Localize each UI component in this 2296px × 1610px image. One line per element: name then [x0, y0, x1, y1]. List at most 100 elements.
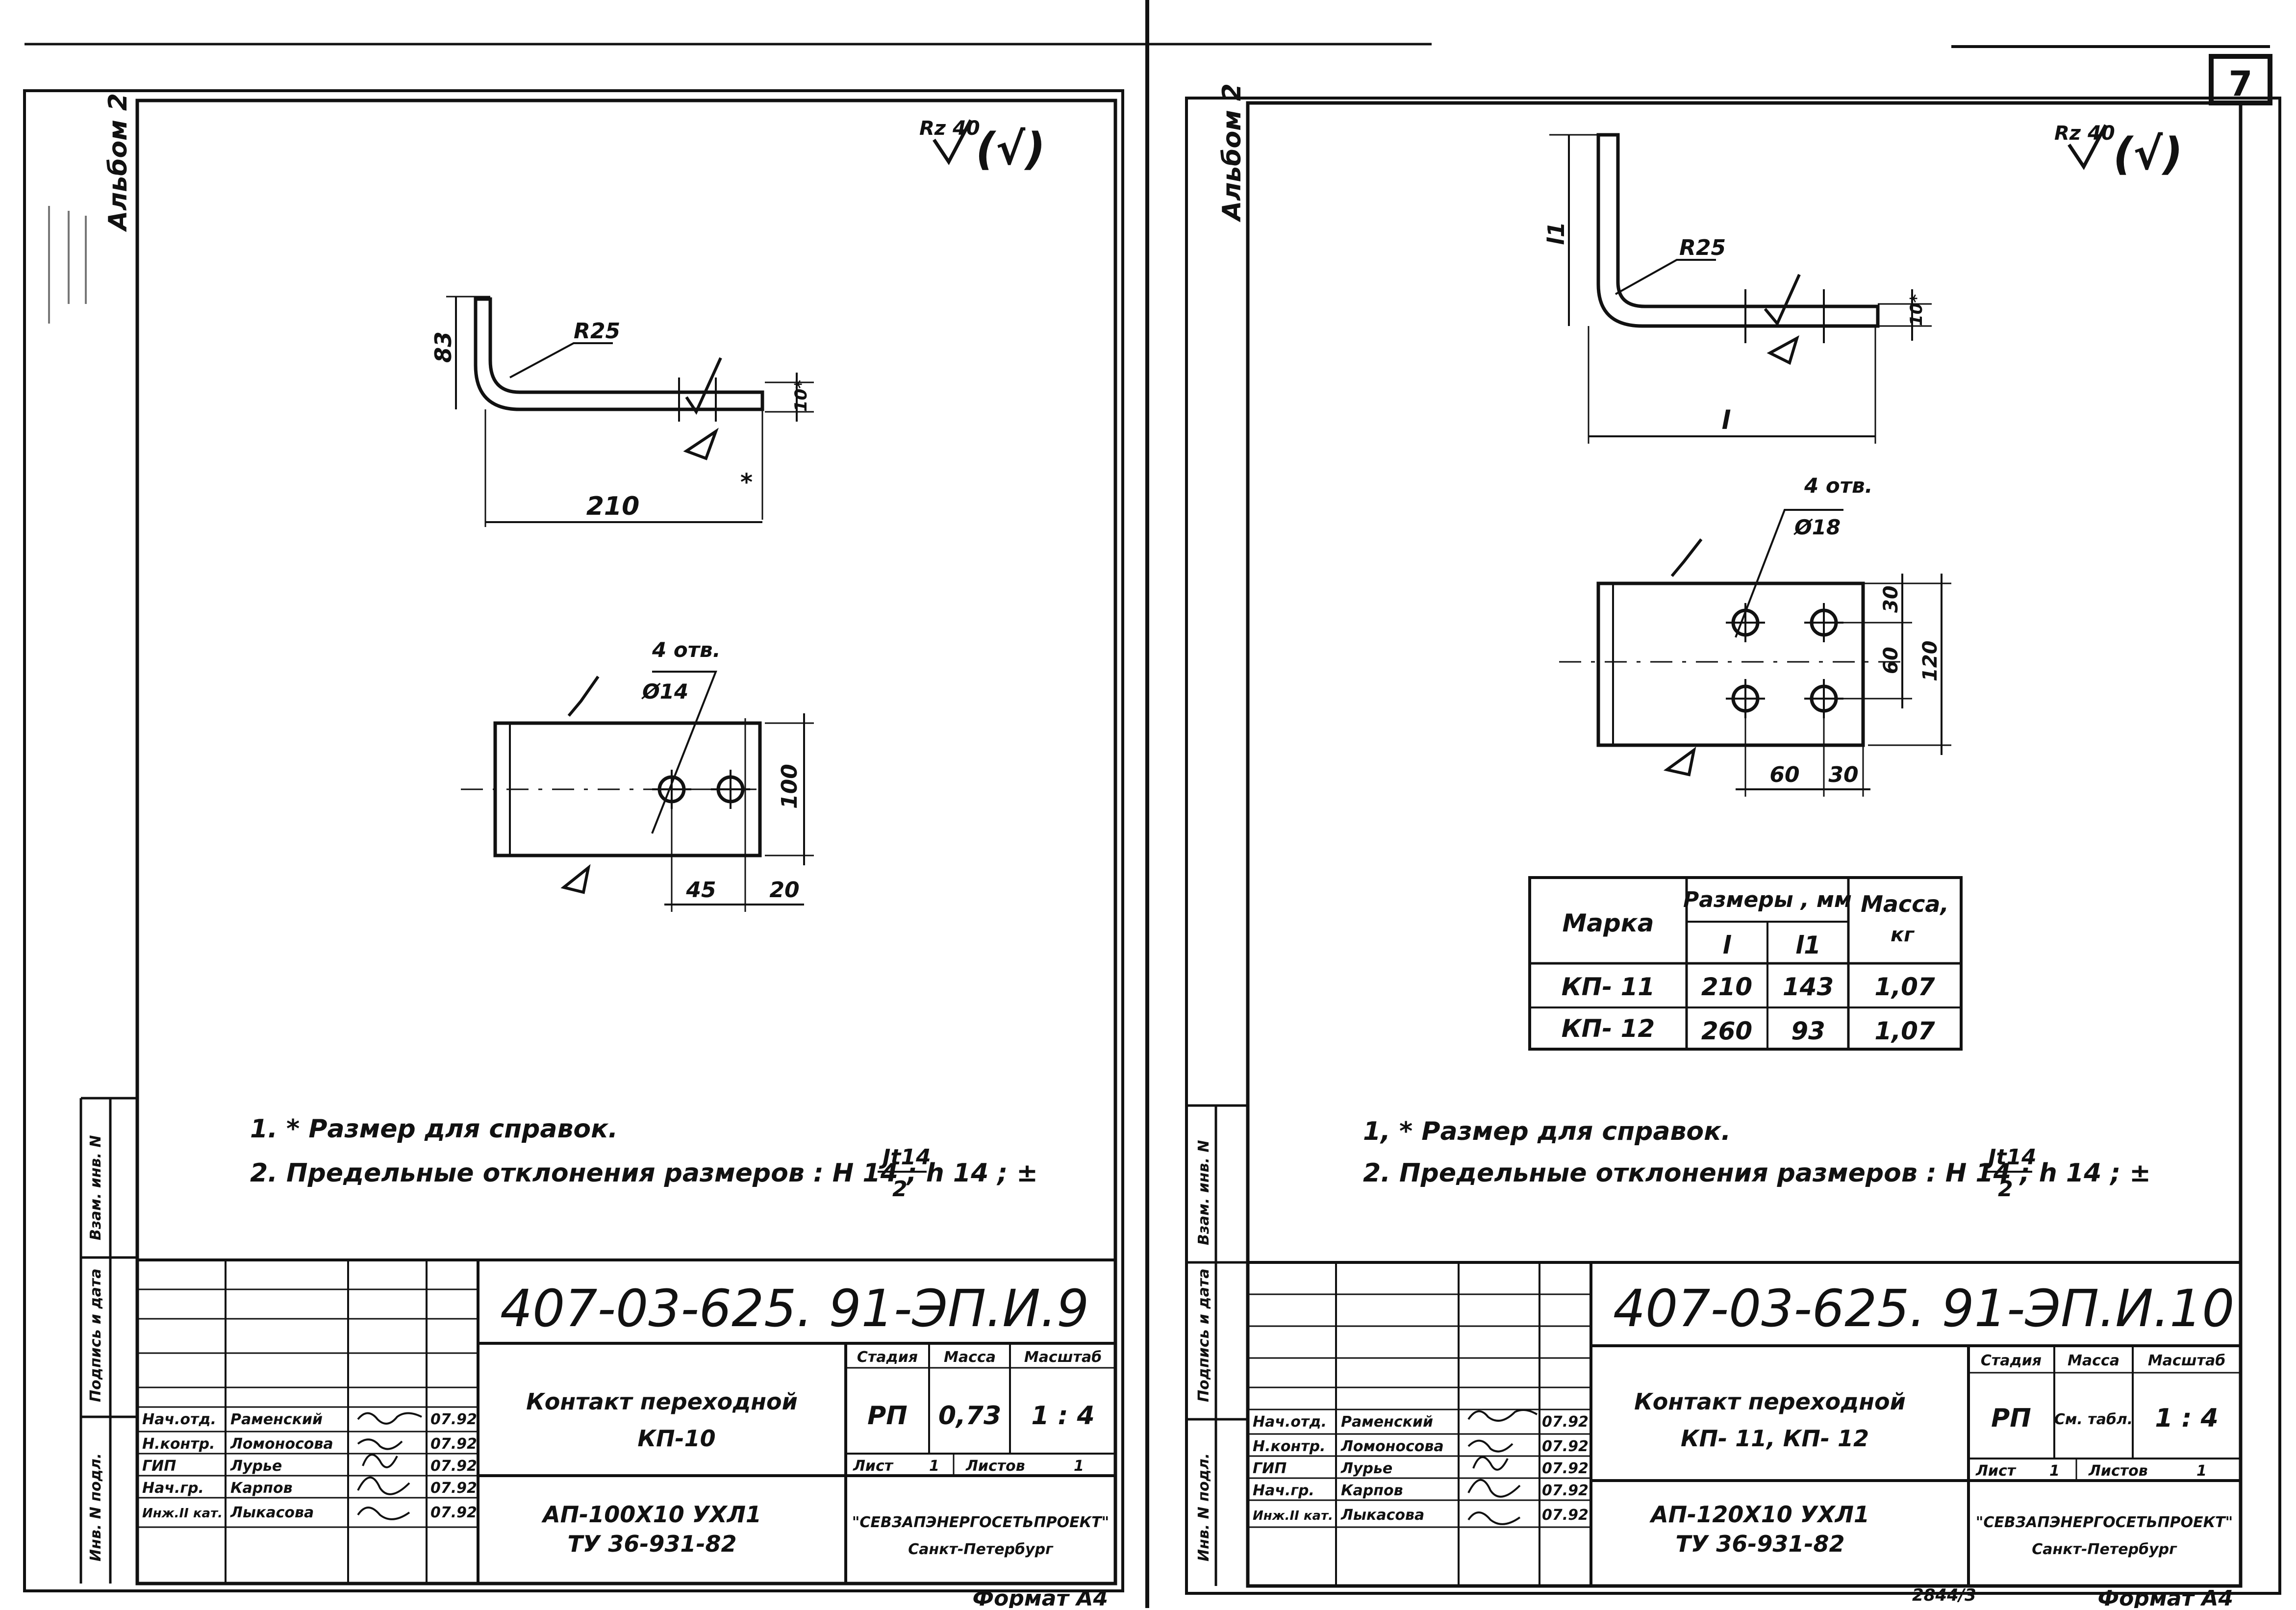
left-outer-frame — [23, 89, 1124, 1592]
note-1: 1, * Размер для справок. — [1363, 1117, 1731, 1146]
col-mass: Масса — [2068, 1352, 2119, 1369]
staff-date: 07.92 — [430, 1504, 477, 1521]
title-block: 407-03-625. 91-ЭП.И.10 Контакт переходно… — [1248, 1261, 2241, 1610]
col-stage: Стадия — [1981, 1352, 2042, 1369]
stage-value: РП — [867, 1401, 908, 1431]
staff-date: 07.92 — [430, 1480, 477, 1497]
roughness-symbol: Rz 40 (√) — [2054, 122, 2183, 180]
holes-diameter: Ø18 — [1793, 515, 1841, 539]
svg-text:(√): (√) — [976, 124, 1045, 175]
col-stage: Стадия — [857, 1349, 918, 1366]
table-header-mass-unit: кг — [1891, 924, 1915, 946]
album-label: Альбом 2 — [103, 93, 133, 232]
staff-role: Нач.отд. — [142, 1411, 216, 1428]
side-label-replace: Взам. инв. N — [87, 1135, 104, 1240]
dim-top: 30 — [1880, 585, 1902, 613]
album-label: Альбом 2 — [1217, 83, 1247, 223]
staff-name: Лыкасова — [230, 1504, 314, 1521]
radius-label: R25 — [574, 319, 620, 344]
angle-profile-side-view: 210 83 R25 10* * — [430, 296, 814, 527]
table-header-l1: l1 — [1795, 931, 1821, 959]
scale-value: 1 : 4 — [2155, 1404, 2218, 1433]
dim-bottom-b: 30 — [1828, 762, 1858, 787]
scale-value: 1 : 4 — [1031, 1401, 1094, 1431]
side-label-sign: Подпись и дата — [87, 1269, 104, 1402]
staff-date: 07.92 — [1542, 1413, 1589, 1431]
dim-height: l1 — [1543, 222, 1569, 245]
table-cell-mark: КП- 11 — [1562, 973, 1655, 1001]
staff-role: Инж.II кат. — [142, 1506, 223, 1521]
staff-name: Карпов — [1341, 1482, 1403, 1499]
size-table: Марка Размеры , мм l l1 Масса, кг КП- 11… — [1528, 876, 1963, 1051]
col-scale: Масштаб — [1024, 1349, 1102, 1366]
product-name: Контакт переходной — [526, 1388, 798, 1415]
footer-note: 2844/3 — [1912, 1585, 1976, 1605]
plate-plan-view: 100 4 отв. Ø14 45 20 — [461, 638, 814, 912]
sheet-number: 1 — [929, 1458, 939, 1475]
organization-city: Санкт-Петербург — [2032, 1541, 2177, 1558]
staff-table: Нач.отд. Раменский 07.92 Н.контр. Ломоно… — [1253, 1409, 1589, 1525]
staff-role: ГИП — [142, 1458, 176, 1475]
tolerance-numerator: Jt14 — [1984, 1145, 2037, 1170]
table-header-l: l — [1722, 931, 1731, 959]
staff-table: Нач.отд. Раменский 07.92 Н.контр. Ломоно… — [142, 1411, 477, 1521]
table-cell-mass: 1,07 — [1874, 1017, 1935, 1045]
note-2: 2. Предельные отклонения размеров : H 14… — [1363, 1158, 2151, 1188]
left-side-stamp: Инв. N подл. Подпись и дата Взам. инв. N… — [48, 93, 137, 1584]
table-cell-l: 260 — [1701, 1017, 1752, 1045]
side-label-inv: Инв. N подл. — [1195, 1453, 1212, 1561]
organization: "СЕВЗАПЭНЕРГОСЕТЬПРОЕКТ" — [1976, 1514, 2233, 1531]
tolerance-denominator: 2 — [1998, 1177, 2013, 1202]
staff-name: Лурье — [230, 1458, 282, 1475]
sheets-label: Листов — [2088, 1462, 2148, 1480]
reference-asterisk: * — [740, 469, 753, 496]
dim-edge: 20 — [769, 878, 799, 903]
standard-spec: ТУ 36-931-82 — [1675, 1531, 1844, 1557]
staff-date: 07.92 — [1542, 1460, 1589, 1477]
dim-total: 120 — [1919, 641, 1942, 682]
dim-width: 100 — [777, 764, 802, 809]
table-cell-l1: 93 — [1791, 1017, 1825, 1045]
table-cell-l1: 143 — [1783, 973, 1834, 1001]
col-mass: Масса — [944, 1349, 996, 1366]
staff-role: Н.контр. — [142, 1435, 215, 1453]
table-header-mass: Масса, — [1861, 891, 1949, 917]
staff-date: 07.92 — [1542, 1482, 1589, 1499]
col-scale: Масштаб — [2148, 1352, 2225, 1369]
dim-mid: 60 — [1880, 647, 1902, 674]
dim-height: 83 — [430, 331, 456, 363]
sheets-number: 1 — [2196, 1462, 2207, 1480]
radius-label: R25 — [1679, 235, 1726, 260]
stage-value: РП — [1991, 1404, 2031, 1433]
standard-spec: ТУ 36-931-82 — [567, 1531, 736, 1557]
document-code: 407-03-625. 91-ЭП.И.9 — [500, 1279, 1089, 1338]
staff-date: 07.92 — [430, 1435, 477, 1453]
dim-thickness: 10* — [791, 380, 811, 412]
dim-bottom-a: 60 — [1769, 762, 1799, 787]
right-outer-frame — [1185, 97, 2281, 1595]
staff-role: Нач.гр. — [1253, 1482, 1314, 1499]
staff-role: Нач.отд. — [1253, 1413, 1327, 1431]
table-header-mark: Марка — [1563, 909, 1654, 937]
staff-name: Ломоносова — [1340, 1438, 1444, 1455]
staff-role: Н.контр. — [1253, 1438, 1325, 1455]
faded-stamp-text — [48, 206, 87, 324]
holes-diameter: Ø14 — [641, 679, 688, 704]
holes-count: 4 отв. — [652, 638, 721, 662]
sheets-label: Листов — [965, 1458, 1025, 1475]
notes: 1, * Размер для справок. 2. Предельные о… — [1363, 1117, 2151, 1202]
side-label-inv: Инв. N подл. — [87, 1453, 104, 1561]
staff-date: 07.92 — [1542, 1507, 1589, 1524]
right-side-stamp: Инв. N подл. Подпись и дата Взам. инв. N… — [1186, 83, 1248, 1586]
staff-date: 07.92 — [430, 1411, 477, 1428]
table-cell-l: 210 — [1701, 973, 1752, 1001]
product-mark: КП-10 — [637, 1425, 715, 1452]
table-header-sizes: Размеры , мм — [1683, 887, 1852, 912]
mass-value: См. табл. — [2054, 1411, 2133, 1428]
organization-city: Санкт-Петербург — [908, 1541, 1054, 1558]
staff-name: Раменский — [1341, 1413, 1433, 1431]
organization: "СЕВЗАПЭНЕРГОСЕТЬПРОЕКТ" — [852, 1514, 1109, 1531]
staff-date: 07.92 — [1542, 1438, 1589, 1455]
right-sheet: Инв. N подл. Подпись и дата Взам. инв. N… — [1185, 45, 2281, 1610]
